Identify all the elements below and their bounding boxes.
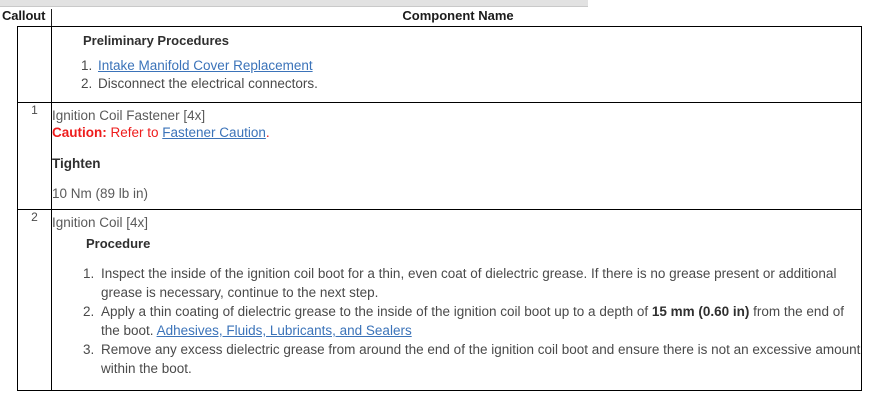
step-text-cont: from the end of the boot. [101,304,844,338]
step-text: Inspect the inside of the ignition coil … [101,266,837,300]
callout-cell-preliminary [17,26,52,103]
header-component-name-label: Component Name [402,8,514,23]
list-item: Inspect the inside of the ignition coil … [98,264,861,302]
caution-text-before: Refer to [106,125,163,140]
preliminary-steps-list: Intake Manifold Cover Replacement Discon… [52,57,861,93]
callout-cell-2: 2 [17,209,52,391]
table-row-preliminary: Preliminary Procedures Intake Manifold C… [17,26,862,103]
component-name-2: Ignition Coil [4x] [52,215,149,230]
table-header: Callout Component Name [0,7,862,26]
component-name-1: Ignition Coil Fastener [4x] [52,108,206,123]
list-item: Intake Manifold Cover Replacement [96,57,861,75]
list-item: Disconnect the electrical connectors. [96,75,861,93]
table-row-callout-2: 2 Ignition Coil [4x] Procedure Inspect t… [17,209,862,391]
body-cell-callout-1: Ignition Coil Fastener [4x] Caution: Ref… [51,102,862,210]
step-bold-measure: 15 mm (0.60 in) [651,304,750,319]
caution-text-after: . [265,125,270,140]
caution-label: Caution: [52,125,107,140]
body-cell-callout-2: Ignition Coil [4x] Procedure Inspect the… [51,209,862,391]
list-item: Apply a thin coating of dielectric greas… [98,302,861,340]
tighten-label: Tighten [52,156,101,171]
step-text: Apply a thin coating of dielectric greas… [101,304,652,319]
callout-cell-1: 1 [17,102,52,210]
procedure-title: Procedure [86,236,151,251]
procedure-table: Preliminary Procedures Intake Manifold C… [17,26,862,391]
procedure-steps-list: Inspect the inside of the ignition coil … [52,264,861,378]
top-scrollbar-strip [0,0,588,7]
preliminary-procedures-title: Preliminary Procedures [83,33,229,48]
torque-value: 10 Nm (89 lb in) [52,186,149,201]
table-row-callout-1: 1 Ignition Coil Fastener [4x] Caution: R… [17,102,862,210]
header-column-divider [51,9,52,26]
step-text: Remove any excess dielectric grease from… [101,342,861,376]
header-callout-label: Callout [2,8,46,23]
list-item: Remove any excess dielectric grease from… [98,340,861,378]
link-fastener-caution[interactable]: Fastener Caution [162,125,266,140]
link-adhesives-fluids-lubricants-and-sealers[interactable]: Adhesives, Fluids, Lubricants, and Seale… [156,323,412,338]
link-intake-manifold-cover-replacement[interactable]: Intake Manifold Cover Replacement [98,58,313,73]
caution-notice: Caution: Refer to Fastener Caution. [52,124,861,142]
body-cell-preliminary: Preliminary Procedures Intake Manifold C… [51,26,862,103]
